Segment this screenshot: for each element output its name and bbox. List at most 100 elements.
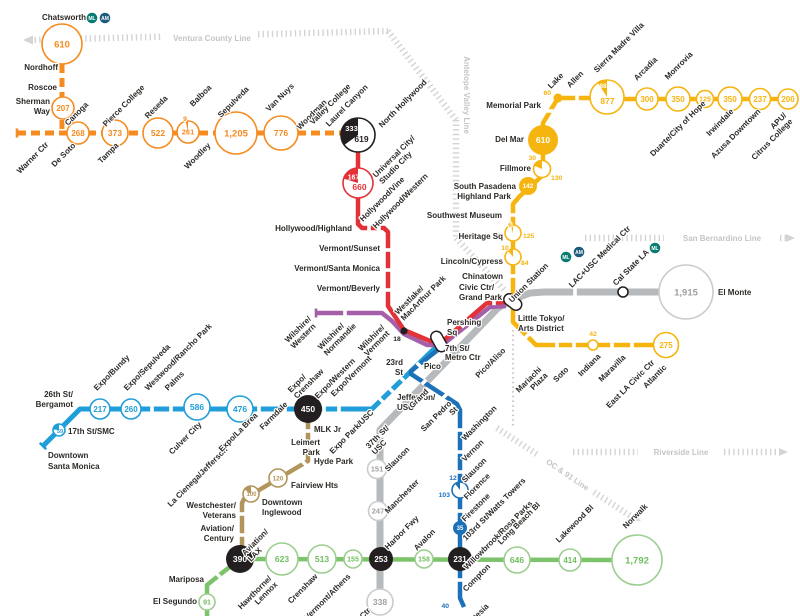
svg-text:231: 231 (453, 555, 467, 564)
svg-text:268: 268 (71, 129, 85, 138)
station-fillmore (532, 159, 552, 179)
svg-text:350: 350 (723, 95, 737, 104)
station-el-segundo: 91 (198, 593, 216, 611)
station-expo-bundy: 217 (89, 398, 111, 420)
station-vermont-athens: 155 (343, 549, 363, 569)
station-label-mlk-jr: MLK Jr (314, 425, 341, 434)
oc-91-arrow (629, 513, 641, 521)
station-label-aviation-century: Aviation/Century (201, 524, 235, 543)
station-gap (415, 361, 423, 369)
badge-union-station-metrolink: ML (560, 251, 572, 263)
station-label-hyde-park: Hyde Park (314, 457, 354, 466)
station-culver-city: 586 (183, 393, 211, 421)
station-pierce-college: 373 (101, 119, 129, 147)
value-florence-used: 12 (449, 475, 457, 482)
svg-text:120: 120 (273, 475, 284, 482)
station-label-26th-st-bergamot: 26th St/Bergamot (36, 390, 74, 409)
svg-text:AM: AM (575, 250, 583, 256)
station-gap (523, 332, 531, 340)
station-indiana (587, 339, 599, 351)
svg-text:142: 142 (523, 183, 534, 190)
svg-text:ML: ML (651, 246, 658, 252)
svg-text:AM: AM (101, 16, 109, 22)
station-florence (451, 481, 469, 499)
station-label-jefferson-usc: Jefferson/USC (397, 393, 436, 412)
station-el-monte: 1,915 (658, 264, 714, 320)
station-cal-state-la (617, 286, 629, 298)
station-label-el-segundo: El Segundo (153, 597, 197, 606)
svg-text:333: 333 (345, 124, 358, 133)
station-lincoln-cypress (504, 248, 522, 266)
station-label-vermont-beverly: Vermont/Beverly (317, 284, 381, 293)
station-long-beach-bl: 646 (503, 546, 531, 574)
station-label-pico: Pico (424, 362, 441, 371)
station-label-westchester: Westchester/Veterans (186, 501, 236, 520)
station-label-mariposa: Mariposa (169, 575, 205, 584)
svg-text:586: 586 (190, 402, 204, 412)
svg-text:610: 610 (536, 135, 550, 145)
station-label-south-pasadena: South Pasadena (454, 182, 517, 191)
station-la-cienega-jefferson: 476 (226, 395, 254, 423)
station-103rd-st-watts-towers: 35 (453, 521, 467, 535)
station-irwindale: 350 (717, 86, 743, 112)
corridor-label-antelope-valley-line: Antelope Valley Line (462, 56, 471, 134)
station-gap (214, 571, 222, 579)
station-gap (387, 386, 395, 394)
station-label-el-monte: El Monte (718, 288, 752, 297)
svg-text:59: 59 (57, 429, 63, 435)
svg-text:476: 476 (233, 404, 247, 414)
station-balboa: 261 (176, 120, 200, 144)
svg-text:610: 610 (54, 39, 70, 50)
svg-text:125: 125 (699, 97, 711, 104)
gold-l-line (510, 95, 666, 348)
svg-text:158: 158 (418, 557, 430, 564)
station-label-17th-st-smc: 17th St/SMC (68, 427, 115, 436)
value-heritage-used: 6 (508, 222, 512, 229)
svg-text:414: 414 (563, 556, 577, 565)
station-label-chinatown: Chinatown (462, 272, 503, 281)
value-lake-value: 60 (543, 90, 551, 97)
value-heritage-value: 125 (523, 233, 535, 240)
svg-text:217: 217 (93, 405, 107, 414)
riverside-arrow (779, 448, 788, 456)
station-label-highland-park: Highland Park (457, 192, 511, 201)
station-slauson-j: 151 (366, 458, 388, 480)
value-lincoln-used: 10 (501, 245, 509, 252)
station-label-heritage-sq: Heritage Sq (459, 232, 504, 241)
station-label-nordhoff: Nordhoff (24, 63, 58, 72)
station-reseda: 522 (142, 117, 174, 149)
svg-text:646: 646 (510, 555, 524, 565)
svg-text:253: 253 (374, 555, 388, 564)
corridor-ventura-county-line (257, 27, 389, 38)
station-gap (441, 392, 449, 400)
svg-text:300: 300 (640, 95, 654, 104)
station-harbor-fwy: 253 (369, 547, 393, 571)
svg-text:155: 155 (347, 557, 359, 564)
svg-text:ML: ML (88, 16, 95, 22)
station-lakewood-bl: 414 (558, 548, 582, 572)
badge-union-station-amtrak: AM (573, 246, 585, 258)
ventura-arrow (23, 35, 33, 45)
station-harbor-gateway: 338 (366, 588, 394, 616)
station-gap (300, 459, 308, 467)
station-gap (377, 396, 385, 404)
station-gap (398, 375, 406, 383)
svg-text:91: 91 (203, 600, 211, 607)
svg-text:167: 167 (348, 175, 360, 182)
station-fairview-hts: 120 (268, 468, 288, 488)
station-label-7th-st-metro: 7th St/Metro Ctr (445, 344, 481, 362)
station-chatsworth: 610 (41, 23, 83, 65)
station-van-nuys: 776 (263, 115, 299, 151)
svg-text:260: 260 (124, 405, 138, 414)
station-label-southwest-museum: Southwest Museum (427, 211, 502, 220)
value-compton-value: 40 (441, 603, 449, 610)
badge-chatsworth-metrolink: ML (86, 12, 98, 24)
svg-text:200: 200 (781, 95, 795, 104)
red-b-line (355, 152, 507, 344)
purple-d-line (316, 303, 507, 348)
